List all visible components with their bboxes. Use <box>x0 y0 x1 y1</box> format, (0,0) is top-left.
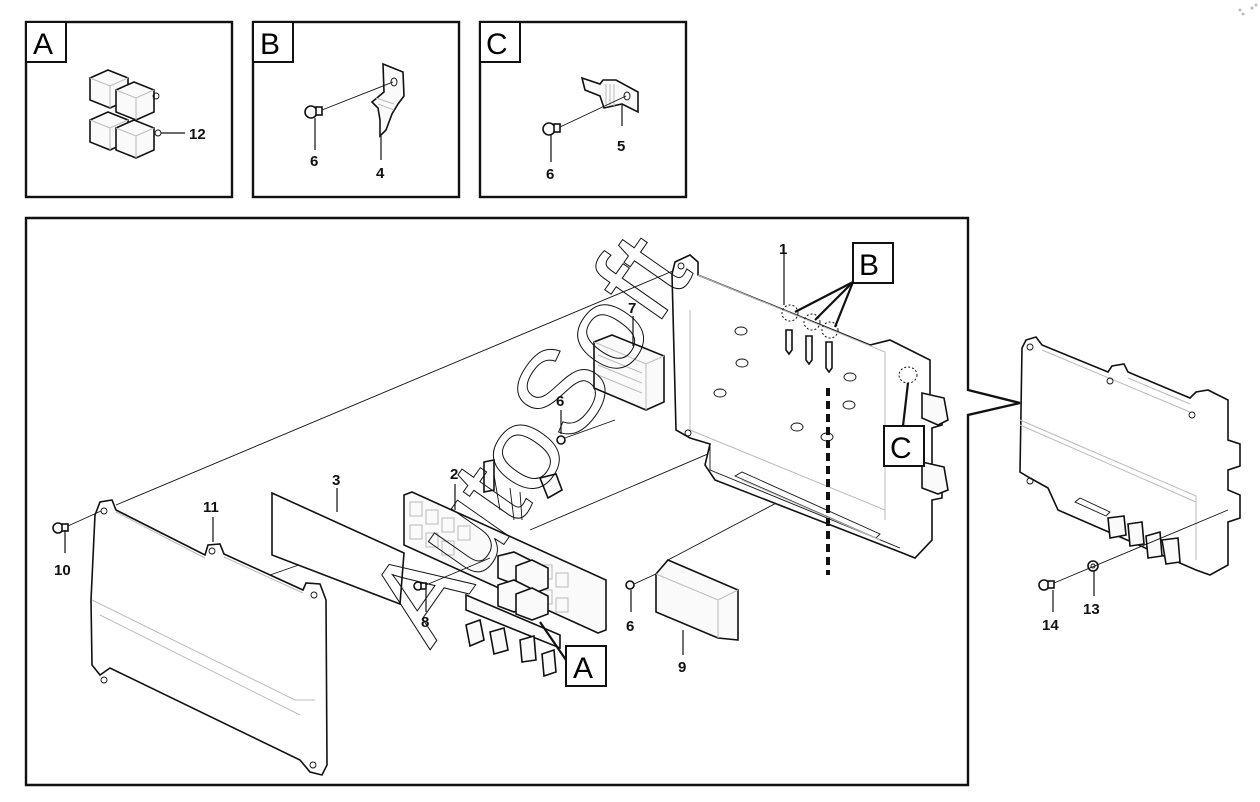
callout-1: 1 <box>779 241 787 258</box>
bolt-14-icon <box>1038 579 1055 591</box>
relay-group-icon <box>89 69 162 159</box>
bolt-axis-line <box>321 81 394 111</box>
detail-c-label: C <box>486 28 508 61</box>
callout-5: 5 <box>617 138 625 155</box>
callout-6: 6 <box>556 393 564 410</box>
detail-a-ref-label: A <box>573 652 593 685</box>
detail-b-ref-label: B <box>859 249 879 282</box>
assembled-unit: 14 13 <box>1019 336 1241 634</box>
relay-board-2 <box>403 459 607 678</box>
detail-c-label-box <box>479 21 521 63</box>
detail-view-a: A 12 <box>24 20 234 199</box>
bolt-6-icon <box>304 105 323 119</box>
bolt-axis-line <box>1053 509 1229 584</box>
detail-b-label: B <box>260 28 280 61</box>
detail-b-ref-box <box>852 242 894 284</box>
callout-6: 6 <box>310 153 318 170</box>
screw-6-icon <box>625 580 635 590</box>
detail-c-ref-box <box>883 425 925 467</box>
detail-view-c: C 6 5 <box>478 20 688 199</box>
screw-axis-line <box>425 557 491 586</box>
corner-mark-icon <box>1238 3 1258 16</box>
detail-a-ref-box <box>565 645 607 687</box>
cover-plate-11 <box>90 499 328 776</box>
detail-c-ref-label: C <box>890 432 912 465</box>
detail-a-label: A <box>33 28 53 61</box>
callout-11: 11 <box>203 499 219 516</box>
screw-axis-line <box>564 419 616 439</box>
detail-a-label-box <box>25 21 67 63</box>
plate-3 <box>271 491 405 606</box>
callout-10: 10 <box>54 562 71 579</box>
module-7 <box>593 334 665 411</box>
callout-13: 13 <box>1083 601 1100 618</box>
detail-b-pointers <box>794 281 855 328</box>
callout-9: 9 <box>678 659 686 676</box>
callout-6: 6 <box>546 166 554 183</box>
screw-8-icon <box>413 581 427 591</box>
bracket-5-icon <box>580 76 639 114</box>
bracket-4-icon <box>370 62 405 138</box>
bolt-10-icon <box>52 522 69 534</box>
callout-8: 8 <box>421 614 429 631</box>
detail-view-b: B 6 4 <box>251 20 461 199</box>
callout-7: 7 <box>628 300 636 317</box>
bolt-6-icon <box>542 122 561 136</box>
screw-axis-line <box>633 573 657 585</box>
callout-4: 4 <box>376 165 385 182</box>
bolt-axis-line <box>67 510 102 527</box>
callout-2: 2 <box>450 466 458 483</box>
cover-axis-line <box>115 267 681 506</box>
detail-b-label-box <box>252 21 294 63</box>
callout-14: 14 <box>1042 617 1059 634</box>
washer-13-icon <box>1087 560 1099 572</box>
callout-6: 6 <box>626 618 634 635</box>
callout-12: 12 <box>189 126 206 143</box>
screw-6-icon <box>556 435 566 445</box>
detail-a-pointer <box>539 621 567 661</box>
detail-c-pointer <box>901 382 910 427</box>
bolt-axis-line <box>559 95 627 128</box>
main-view: 10 11 3 <box>24 216 1021 787</box>
housing-1 <box>671 254 949 575</box>
callout-3: 3 <box>332 472 340 489</box>
